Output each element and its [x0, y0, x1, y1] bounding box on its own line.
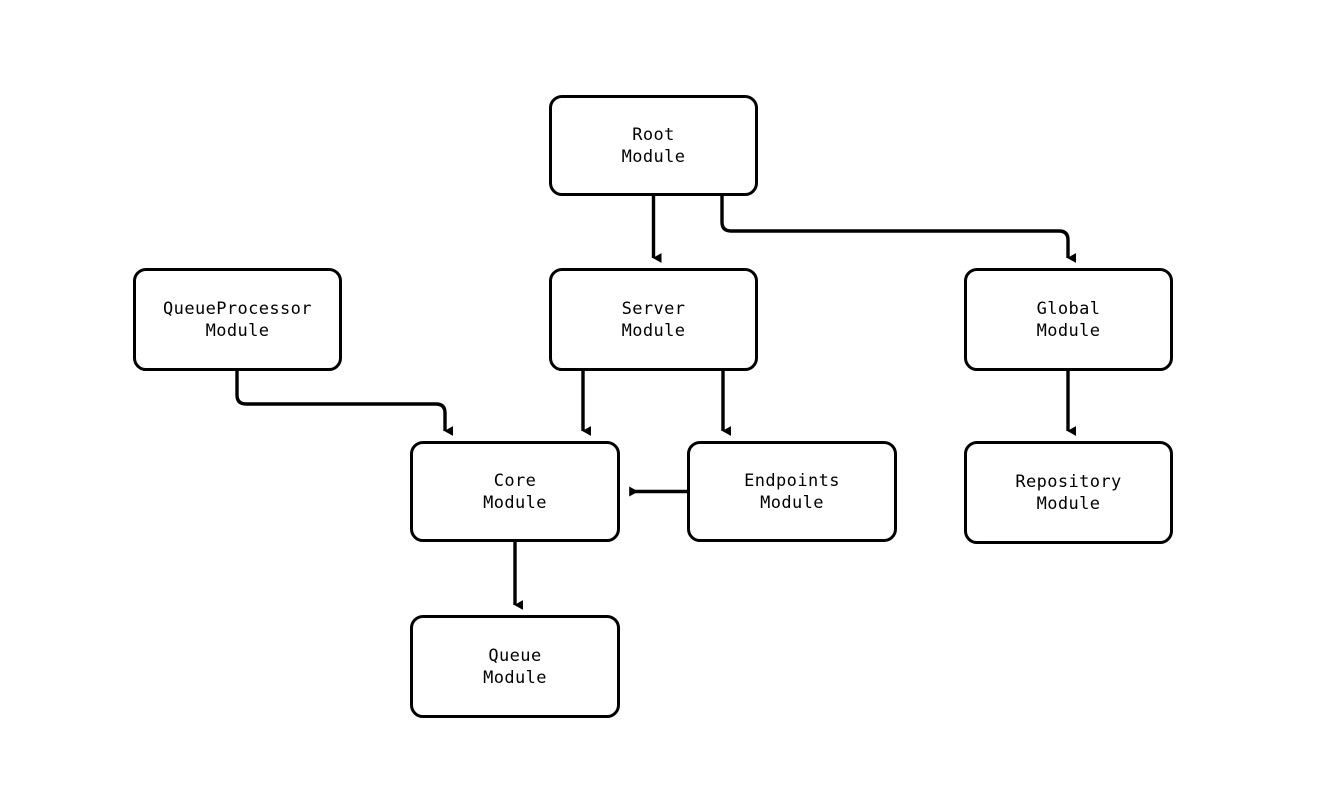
node-endpoints-label-line2: Module	[760, 492, 824, 513]
node-global-label-line1: Global	[1036, 298, 1101, 319]
node-queue-label-line2: Module	[483, 667, 547, 688]
node-server-label-line2: Module	[621, 320, 686, 341]
node-queueprocessor[interactable]: QueueProcessor Module	[133, 268, 342, 371]
node-queueprocessor-label-line2: Module	[205, 320, 270, 341]
node-repository-label-line2: Module	[1036, 493, 1101, 514]
node-queue[interactable]: Queue Module	[410, 615, 620, 718]
node-root[interactable]: Root Module	[549, 95, 758, 196]
edge-queueprocessor-to-core	[235, 371, 454, 436]
node-queue-label-line1: Queue	[488, 645, 542, 666]
node-server[interactable]: Server Module	[549, 268, 758, 371]
node-repository-label-line1: Repository	[1015, 471, 1122, 492]
node-server-label-line1: Server	[621, 298, 686, 319]
node-core-label-line2: Module	[483, 492, 547, 513]
node-global-label-line2: Module	[1036, 320, 1101, 341]
node-core-label-line1: Core	[493, 470, 537, 491]
node-queueprocessor-label-line1: QueueProcessor	[163, 298, 312, 319]
node-endpoints[interactable]: Endpoints Module	[687, 441, 897, 542]
node-global[interactable]: Global Module	[964, 268, 1173, 371]
node-endpoints-label-line1: Endpoints	[744, 470, 840, 491]
edge-root-to-global	[720, 196, 1077, 263]
node-root-label-line1: Root	[632, 124, 675, 145]
node-core[interactable]: Core Module	[410, 441, 620, 542]
node-repository[interactable]: Repository Module	[964, 441, 1173, 544]
node-root-label-line2: Module	[621, 146, 686, 167]
